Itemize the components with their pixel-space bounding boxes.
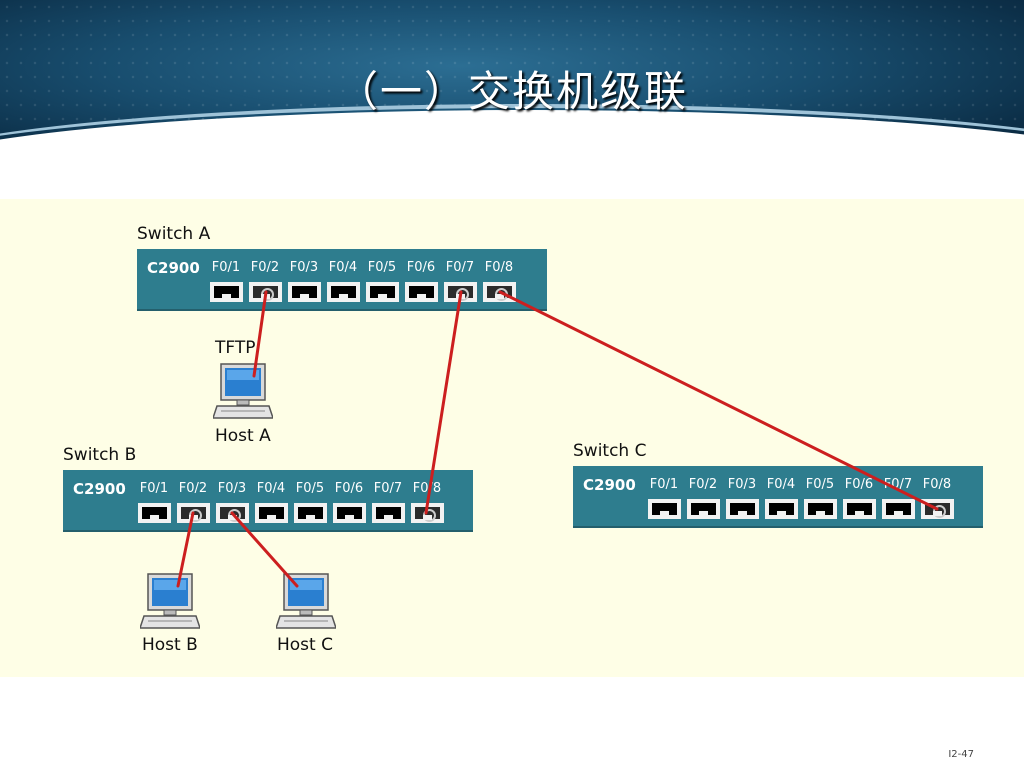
switch-b-port-label: F0/6 — [334, 481, 364, 496]
ethernet-port-icon — [409, 286, 434, 299]
switch-c-port — [843, 499, 876, 519]
host-c-computer-icon — [276, 573, 336, 629]
host-a-computer-icon — [213, 363, 273, 419]
switch-c-label: Switch C — [573, 441, 647, 461]
switch-c-port-label: F0/4 — [766, 477, 796, 492]
switch-a: C2900 F0/1 F0/2 F0/3 F0/4 F0/5 F0/6 F0/7 F0/8 — [137, 249, 547, 311]
host-a-label: Host A — [215, 426, 271, 446]
host-b-label: Host B — [142, 635, 198, 655]
switch-a-model: C2900 — [147, 259, 200, 277]
banner-curve-line — [0, 104, 1024, 165]
switch-a-port-label: F0/4 — [328, 260, 358, 275]
switch-b-port — [177, 503, 210, 523]
ethernet-port-icon — [337, 507, 362, 520]
switch-a-port-label: F0/3 — [289, 260, 319, 275]
switch-a-port-label: F0/5 — [367, 260, 397, 275]
ethernet-port-icon — [448, 286, 473, 301]
ethernet-port-icon — [487, 286, 512, 301]
switch-c: C2900 F0/1 F0/2 F0/3 F0/4 F0/5 F0/6 F0/7 F0/8 — [573, 466, 983, 528]
host-b-computer-icon — [140, 573, 200, 629]
switch-a-label: Switch A — [137, 224, 211, 244]
switch-b-port-label: F0/7 — [373, 481, 403, 496]
switch-b-port — [333, 503, 366, 523]
switch-a-port — [249, 282, 282, 302]
switch-b-port-label: F0/8 — [412, 481, 442, 496]
switch-b-port-label: F0/3 — [217, 481, 247, 496]
switch-c-port — [687, 499, 720, 519]
switch-b: C2900 F0/1 F0/2 F0/3 F0/4 F0/5 F0/6 F0/7 F0/8 — [63, 470, 473, 532]
ethernet-port-icon — [652, 503, 677, 516]
ethernet-port-icon — [769, 503, 794, 516]
switch-c-port-label: F0/6 — [844, 477, 874, 492]
ethernet-port-icon — [730, 503, 755, 516]
switch-c-port — [765, 499, 798, 519]
ethernet-port-icon — [415, 507, 440, 522]
ethernet-port-icon — [298, 507, 323, 520]
switch-a-port — [444, 282, 477, 302]
ethernet-port-icon — [691, 503, 716, 516]
switch-c-model: C2900 — [583, 476, 636, 494]
switch-c-port-label: F0/5 — [805, 477, 835, 492]
switch-a-port-label: F0/6 — [406, 260, 436, 275]
ethernet-port-icon — [376, 507, 401, 520]
host-c-label: Host C — [277, 635, 333, 655]
switch-b-port-label: F0/5 — [295, 481, 325, 496]
switch-b-port-label: F0/4 — [256, 481, 286, 496]
header-banner — [0, 0, 1024, 165]
ethernet-port-icon — [292, 286, 317, 299]
switch-a-port — [210, 282, 243, 302]
switch-b-port — [255, 503, 288, 523]
switch-b-port — [411, 503, 444, 523]
switch-b-port — [294, 503, 327, 523]
switch-a-port — [483, 282, 516, 302]
ethernet-port-icon — [331, 286, 356, 299]
ethernet-port-icon — [214, 286, 239, 299]
ethernet-port-icon — [808, 503, 833, 516]
switch-c-port — [726, 499, 759, 519]
ethernet-port-icon — [253, 286, 278, 301]
switch-b-port-label: F0/1 — [139, 481, 169, 496]
slide-title: （一）交换机级联 — [335, 67, 688, 116]
switch-b-port — [216, 503, 249, 523]
host-a-role-label: TFTP — [215, 338, 256, 358]
switch-c-port-label: F0/3 — [727, 477, 757, 492]
switch-c-port-label: F0/8 — [922, 477, 952, 492]
switch-a-port — [366, 282, 399, 302]
ethernet-port-icon — [925, 503, 950, 518]
ethernet-port-icon — [259, 507, 284, 520]
switch-b-model: C2900 — [73, 480, 126, 498]
switch-c-port-label: F0/2 — [688, 477, 718, 492]
switch-b-label: Switch B — [63, 445, 137, 465]
ethernet-port-icon — [886, 503, 911, 516]
ethernet-port-icon — [220, 507, 245, 522]
switch-c-port — [882, 499, 915, 519]
page-number: I2-47 — [948, 749, 974, 760]
switch-a-port-label: F0/8 — [484, 260, 514, 275]
switch-b-port-label: F0/2 — [178, 481, 208, 496]
switch-c-port-label: F0/1 — [649, 477, 679, 492]
switch-b-port — [372, 503, 405, 523]
ethernet-port-icon — [847, 503, 872, 516]
switch-c-port — [648, 499, 681, 519]
ethernet-port-icon — [181, 507, 206, 522]
switch-a-port — [288, 282, 321, 302]
switch-c-port — [921, 499, 954, 519]
switch-c-port — [804, 499, 837, 519]
switch-a-port-label: F0/1 — [211, 260, 241, 275]
switch-a-port-label: F0/2 — [250, 260, 280, 275]
switch-a-port — [327, 282, 360, 302]
switch-b-port — [138, 503, 171, 523]
ethernet-port-icon — [370, 286, 395, 299]
switch-a-port — [405, 282, 438, 302]
switch-a-port-label: F0/7 — [445, 260, 475, 275]
switch-c-port-label: F0/7 — [883, 477, 913, 492]
ethernet-port-icon — [142, 507, 167, 520]
